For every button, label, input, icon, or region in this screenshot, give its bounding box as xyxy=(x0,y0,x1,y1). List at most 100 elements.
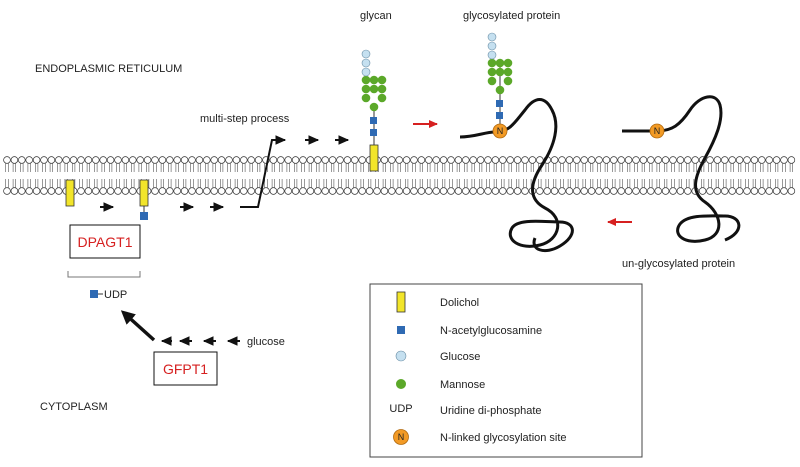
lipid-head xyxy=(735,156,744,164)
lipid-head xyxy=(536,156,544,164)
lipid-head xyxy=(306,187,315,195)
lipid-head xyxy=(380,187,389,195)
er-region-label: ENDOPLASMIC RETICULUM xyxy=(35,63,182,75)
lipid-head xyxy=(232,156,241,164)
lipid-head xyxy=(425,156,433,164)
dolichol-glycan-anchor xyxy=(369,144,379,172)
mannose-circle xyxy=(377,84,387,94)
lipid-head xyxy=(84,156,93,164)
glucose-circle xyxy=(361,67,371,77)
multi-step-label: multi-step process xyxy=(200,113,290,125)
cytoplasm-region-label: CYTOPLASM xyxy=(40,401,108,413)
lipid-head xyxy=(506,156,514,164)
lipid-head xyxy=(521,156,529,164)
lipid-head xyxy=(32,156,41,164)
lipid-head xyxy=(573,156,581,164)
lipid-head xyxy=(410,187,418,195)
arrow-gfpt1-to-udp xyxy=(120,310,156,342)
lipid-head xyxy=(565,156,574,164)
lipid-head xyxy=(25,187,33,195)
lipid-head xyxy=(639,156,648,164)
lipid-head xyxy=(417,187,426,195)
lipid-head xyxy=(358,156,366,164)
lipid-head xyxy=(684,156,692,164)
dpagt1-enzyme-label: DPAGT1 xyxy=(78,234,133,250)
lipid-head xyxy=(351,187,359,195)
lipid-head xyxy=(447,187,455,195)
lipid-head xyxy=(158,156,167,164)
lipid-head xyxy=(69,156,78,164)
legend-label-glcnac: N-acetylglucosamine xyxy=(440,325,542,337)
lipid-head xyxy=(491,156,500,164)
legend-label-n-site: N-linked glycosylation site xyxy=(440,432,567,444)
lipid-head xyxy=(395,187,403,195)
mannose-circle xyxy=(369,75,379,85)
lipid-head xyxy=(713,187,722,195)
lipid-head xyxy=(728,156,736,164)
lipid-head xyxy=(299,187,307,195)
lipid-head xyxy=(40,156,48,164)
lipid-head xyxy=(439,187,448,195)
glcnac-square xyxy=(496,112,503,119)
lipid-head xyxy=(291,156,300,164)
lipid-head xyxy=(299,156,307,164)
lipid-head xyxy=(269,156,278,164)
n-site-icon xyxy=(649,123,665,139)
lipid-head xyxy=(25,156,33,164)
lipid-head xyxy=(77,187,85,195)
lipid-head xyxy=(55,187,63,195)
lipid-head xyxy=(173,187,181,195)
lipid-head xyxy=(158,187,167,195)
glcnac-square-icon xyxy=(397,326,405,334)
mannose-circle xyxy=(495,67,505,77)
lipid-head xyxy=(395,156,403,164)
lipid-head xyxy=(587,156,596,164)
mannose-circle xyxy=(503,76,513,86)
mannose-circle xyxy=(361,93,371,103)
lipid-head xyxy=(336,187,344,195)
lipid-head xyxy=(3,187,11,195)
udp-label: UDP xyxy=(104,289,127,301)
dpagt1-enzyme-box xyxy=(69,224,141,259)
lipid-head xyxy=(647,187,655,195)
lipid-head xyxy=(513,187,522,195)
lipid-head xyxy=(388,156,396,164)
lipid-head xyxy=(772,156,781,164)
lipid-head xyxy=(565,187,574,195)
lipid-leaflet-top xyxy=(3,156,796,172)
lipid-head xyxy=(417,156,426,164)
lipid-head xyxy=(610,156,618,164)
lipid-head xyxy=(99,156,107,164)
lipid-head xyxy=(624,156,633,164)
lipid-head xyxy=(225,187,233,195)
lipid-head xyxy=(188,187,196,195)
mannose-circle xyxy=(487,67,497,77)
lipid-head xyxy=(550,187,559,195)
protein-chain-glycosylated xyxy=(459,98,574,253)
lipid-head xyxy=(595,187,603,195)
legend-label-dolichol: Dolichol xyxy=(440,297,479,309)
lipid-head xyxy=(217,156,226,164)
mannose-circle xyxy=(377,93,387,103)
lipid-head xyxy=(676,187,685,195)
lipid-head xyxy=(321,156,329,164)
lipid-head xyxy=(528,156,537,164)
legend-label-mannose: Mannose xyxy=(440,379,485,391)
mannose-circle xyxy=(495,58,505,68)
lipid-head xyxy=(62,156,70,164)
glycosylated-protein-label: glycosylated protein xyxy=(463,10,560,22)
lipid-head xyxy=(136,156,144,164)
lipid-head xyxy=(3,156,11,164)
lipid-head xyxy=(121,187,130,195)
lipid-head xyxy=(669,187,677,195)
lipid-head xyxy=(388,187,396,195)
lipid-head xyxy=(291,187,300,195)
lipid-head xyxy=(336,156,344,164)
lipid-head xyxy=(18,156,26,164)
lipid-head xyxy=(277,187,285,195)
lipid-head xyxy=(573,187,581,195)
glucose-circle xyxy=(361,49,371,59)
lipid-head xyxy=(713,156,722,164)
lipid-head xyxy=(284,187,292,195)
